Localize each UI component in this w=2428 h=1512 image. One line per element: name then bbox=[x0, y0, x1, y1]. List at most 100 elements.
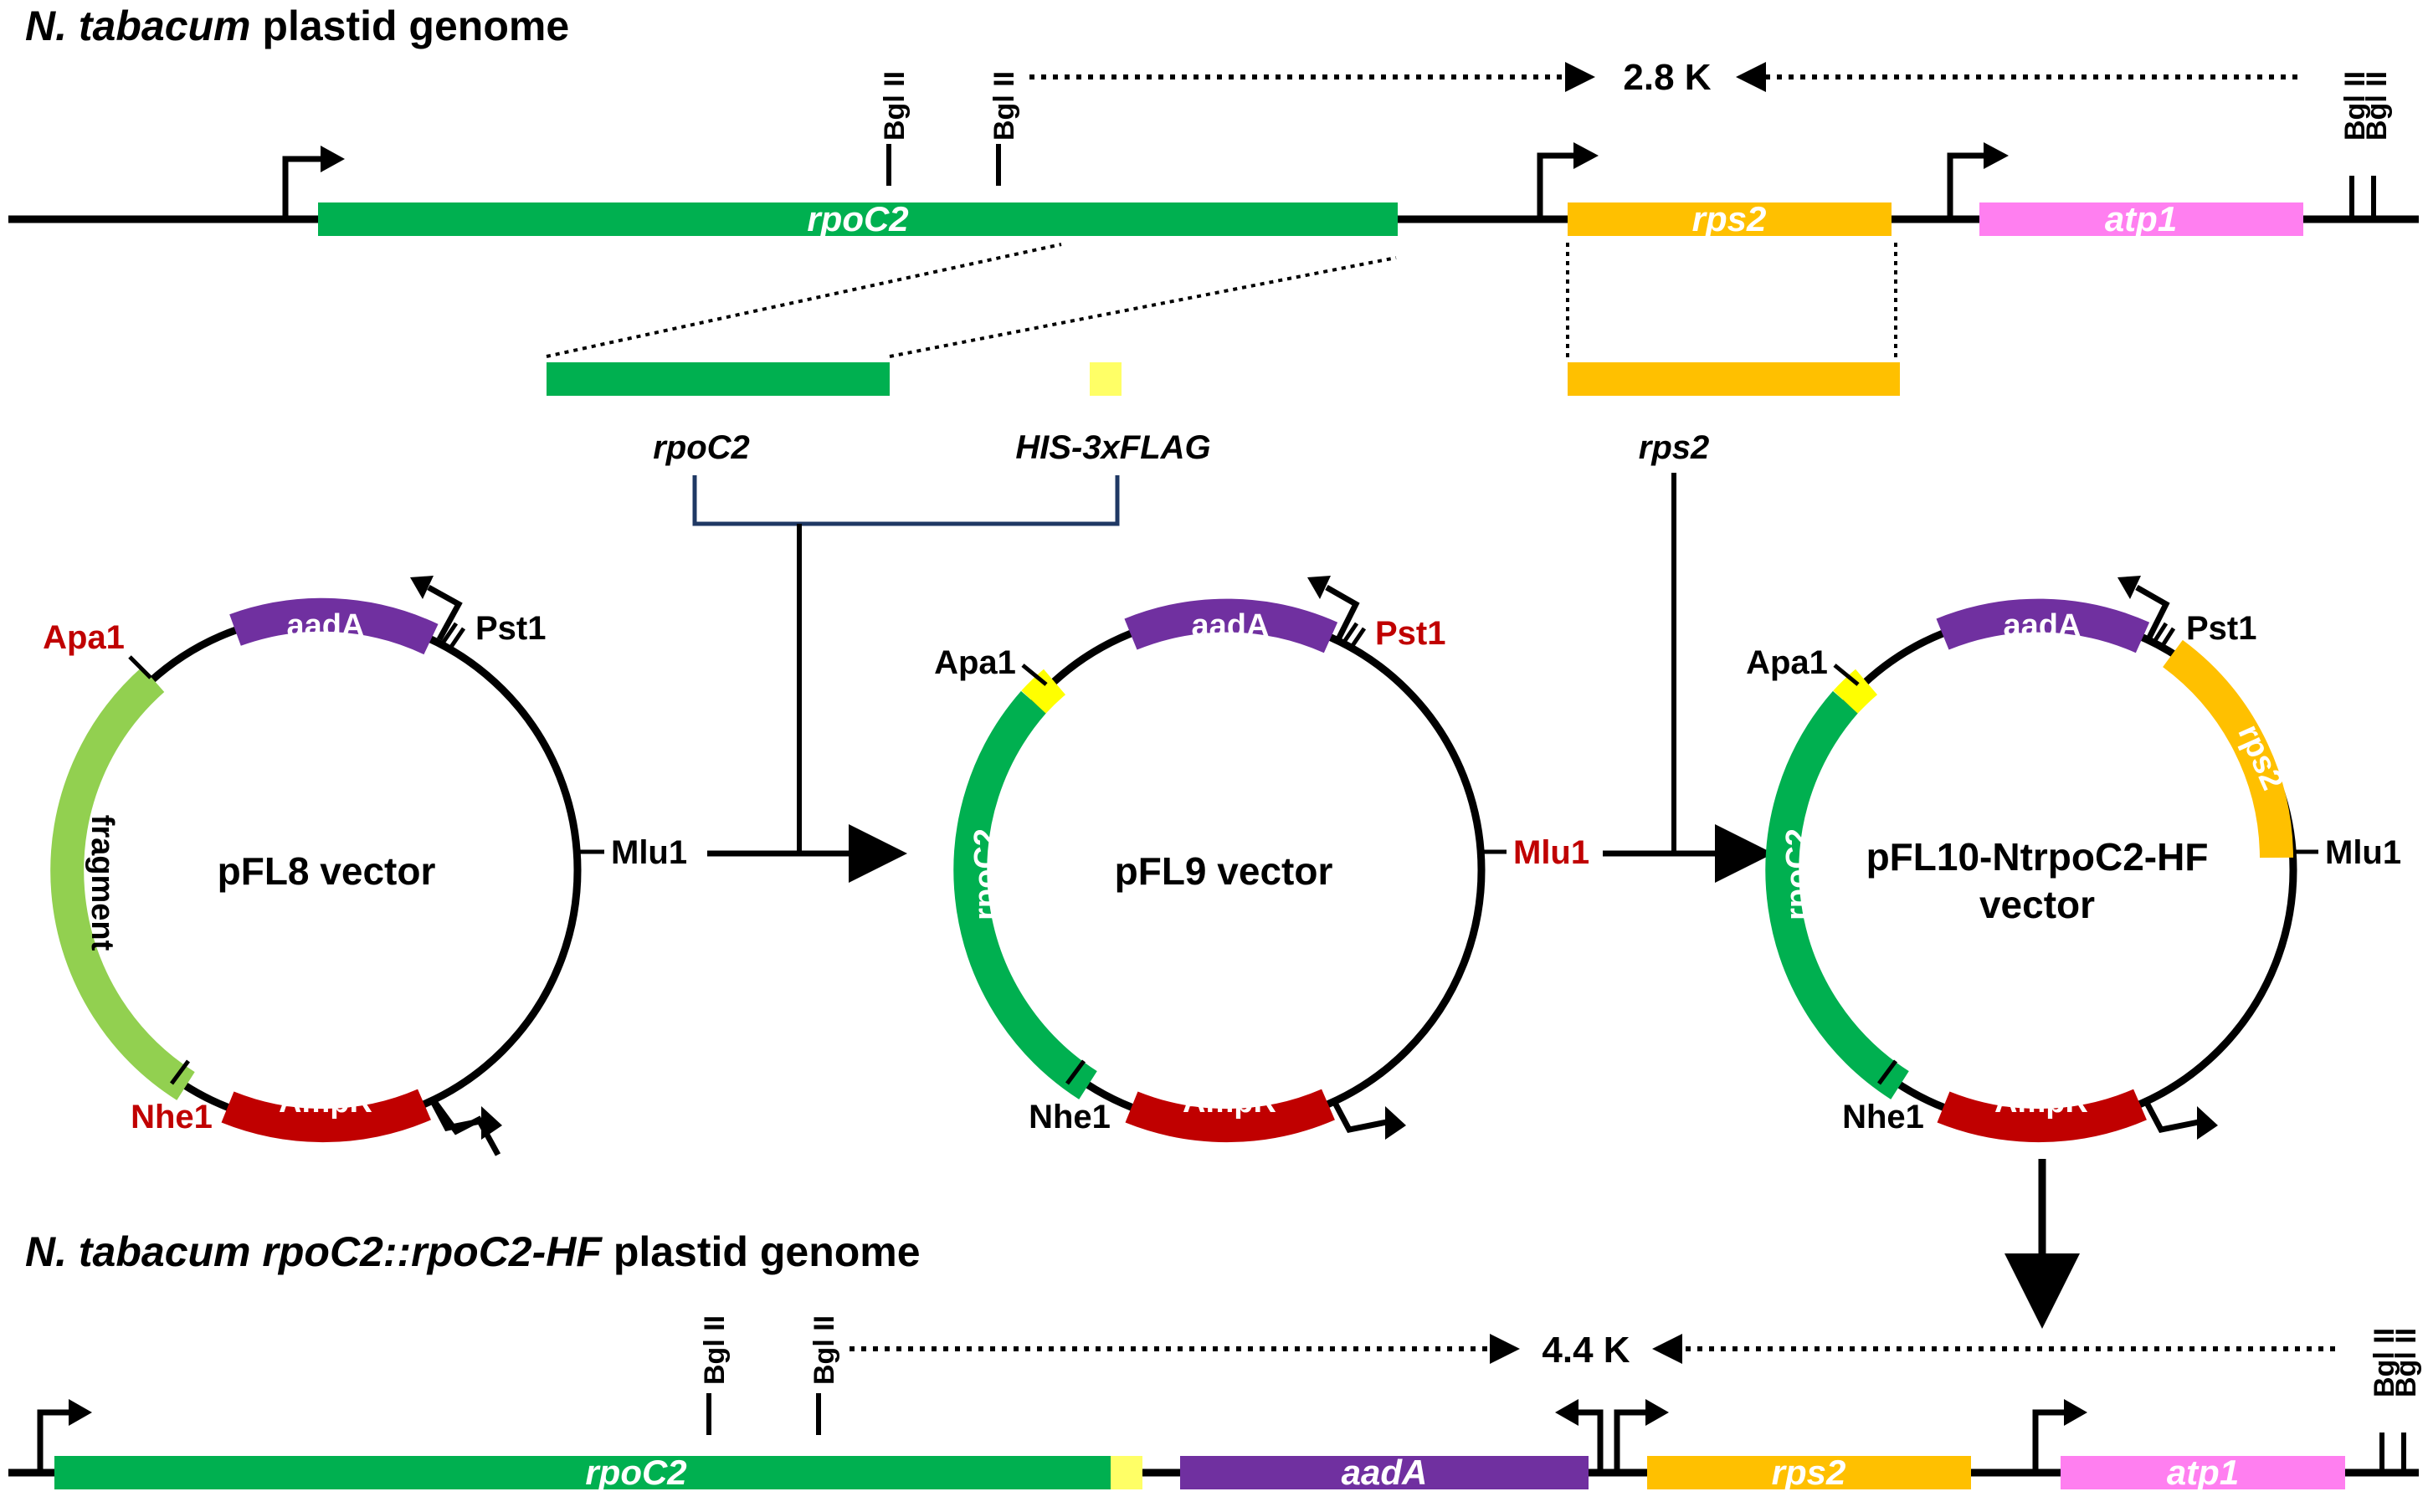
gene-rps2-label: rps2 bbox=[1692, 199, 1767, 238]
site-Pst1: Pst1 bbox=[475, 610, 547, 647]
vector-name-line2: vector bbox=[1979, 883, 2095, 926]
site-Apa1: Apa1 bbox=[43, 619, 125, 656]
site-Apa1: Apa1 bbox=[934, 644, 1016, 681]
site-tick bbox=[2150, 622, 2169, 646]
arc-aadA bbox=[229, 597, 439, 655]
promoter-arrow-icon bbox=[1555, 1399, 1604, 1473]
arc-rpoC2 bbox=[953, 690, 1097, 1099]
arc-rpoC2-label: rpoC2 bbox=[968, 828, 1004, 920]
promoter-arrow-icon bbox=[37, 1399, 92, 1473]
arc-AmpR-label: AmpR bbox=[279, 1084, 372, 1120]
arc-AmpR bbox=[1937, 1089, 2147, 1143]
arc-AmpR-label: AmpR bbox=[1994, 1084, 2088, 1120]
fragment-rps2 bbox=[1568, 362, 1900, 396]
bgl-site-label: Bgl II bbox=[2390, 1328, 2422, 1397]
fragment-rpoC2-label: rpoC2 bbox=[653, 429, 750, 466]
bottom-genome: N. tabacum rpoC2::rpoC2-HF plastid genom… bbox=[8, 1228, 2422, 1492]
bgl-site-label: Bgl II bbox=[2339, 71, 2371, 141]
site-Mlu1: Mlu1 bbox=[1513, 834, 1589, 871]
fragment-his-flag-label: HIS-3xFLAG bbox=[1015, 429, 1210, 466]
top-genome: N. tabacum plastid genome rpoC2 rps2 atp… bbox=[8, 3, 2419, 238]
fragment-rpoC2 bbox=[547, 362, 890, 396]
fragments: rpoC2 HIS-3xFLAG rps2 bbox=[546, 243, 1900, 883]
site-tick bbox=[439, 622, 459, 646]
gene-rps2 bbox=[1568, 202, 1892, 236]
arc-AmpR-label: AmpR bbox=[1183, 1084, 1276, 1120]
gene-aadA bbox=[1180, 1456, 1589, 1489]
promoter-arrow-icon bbox=[2032, 1399, 2087, 1473]
arc-aadA bbox=[1124, 598, 1338, 653]
arc-aadA bbox=[1936, 598, 2150, 653]
gene-atp1 bbox=[1979, 202, 2303, 236]
vector-name: pFL9 vector bbox=[1115, 849, 1333, 893]
vector-pFL10: rpoC2 aadA rps2 AmpR Apa1 Nhe1 Pst1 Mlu1… bbox=[1746, 576, 2401, 1143]
bgl-site-label: Bgl II bbox=[2369, 1328, 2400, 1397]
vector-pFL8: fragment aadA AmpR Apa1 Nhe1 Pst1 Mlu1 bbox=[43, 576, 687, 1156]
fragment-his-flag bbox=[1090, 362, 1122, 396]
promoter-arrow-icon bbox=[1332, 1101, 1406, 1140]
arc-aadA-label: aadA bbox=[287, 608, 365, 643]
gene-rpoC2-label: rpoC2 bbox=[807, 199, 908, 238]
promoter-arrow-icon bbox=[1947, 142, 2009, 219]
bgl-site-label: Bgl II bbox=[2361, 71, 2393, 141]
bgl-site-label: Bgl II bbox=[988, 71, 1020, 141]
site-tick bbox=[1065, 1059, 1086, 1085]
arc-his-flag bbox=[1833, 669, 1878, 714]
promoter-arrow-icon bbox=[410, 576, 463, 641]
bgl-site-label: Bgl II bbox=[699, 1315, 731, 1385]
site-Nhe1: Nhe1 bbox=[131, 1099, 213, 1135]
vector-name-line1: pFL10-NtrpoC2-HF bbox=[1866, 835, 2209, 879]
gene-rps2 bbox=[1647, 1456, 1971, 1489]
gene-atp1-label: atp1 bbox=[2105, 199, 2177, 238]
bgl-site-label: Bgl II bbox=[808, 1315, 840, 1385]
gene-atp1 bbox=[2061, 1456, 2345, 1489]
distance-label: 4.4 K bbox=[1542, 1330, 1630, 1371]
promoter-arrow-icon bbox=[1537, 142, 1599, 219]
promoter-arrow-icon bbox=[2117, 576, 2170, 643]
promoter-arrow-icon bbox=[429, 1099, 502, 1140]
site-tick bbox=[447, 627, 466, 651]
promoter-arrow-icon bbox=[282, 146, 345, 219]
site-tick bbox=[1347, 627, 1367, 651]
promoter-arrow-icon bbox=[1614, 1399, 1669, 1473]
vector-pFL9: rpoC2 aadA AmpR Apa1 Nhe1 Pst1 Mlu1 pFL9… bbox=[934, 576, 1589, 1143]
promoter-arrow-icon bbox=[2143, 1101, 2218, 1140]
arc-rpoC2 bbox=[1765, 690, 1909, 1099]
arc-AmpR bbox=[1125, 1089, 1335, 1143]
projection-line bbox=[889, 256, 1397, 358]
site-Nhe1: Nhe1 bbox=[1029, 1099, 1111, 1135]
bgl-site-label: Bgl II bbox=[879, 71, 911, 141]
site-Mlu1: Mlu1 bbox=[611, 834, 687, 871]
site-tick bbox=[1021, 664, 1048, 686]
gene-rpoC2-label: rpoC2 bbox=[585, 1453, 686, 1492]
site-tick bbox=[1340, 622, 1359, 646]
arc-fragment-label: fragment bbox=[85, 815, 120, 951]
site-Nhe1: Nhe1 bbox=[1842, 1099, 1924, 1135]
arc-rps2 bbox=[2162, 639, 2293, 859]
fragment-rps2-label: rps2 bbox=[1639, 429, 1710, 466]
gene-rpoC2 bbox=[54, 1456, 1111, 1489]
gene-aadA-label: aadA bbox=[1342, 1453, 1428, 1492]
site-Apa1: Apa1 bbox=[1746, 644, 1828, 681]
top-genome-title: N. tabacum plastid genome bbox=[25, 3, 569, 49]
gene-rpoC2 bbox=[318, 202, 1398, 236]
arc-rpoC2-label: rpoC2 bbox=[1780, 828, 1815, 920]
fragment-bracket bbox=[692, 475, 1120, 526]
promoter-arrow-icon bbox=[1307, 576, 1360, 643]
vector-name: pFL8 vector bbox=[218, 849, 436, 893]
bottom-genome-title: N. tabacum rpoC2::rpoC2-HF plastid genom… bbox=[25, 1228, 921, 1275]
gene-rps2-label: rps2 bbox=[1772, 1453, 1846, 1492]
site-tick bbox=[2158, 627, 2176, 651]
arc-aadA-label: aadA bbox=[2004, 608, 2082, 643]
gene-his-flag bbox=[1111, 1456, 1142, 1489]
arc-his-flag bbox=[1021, 669, 1066, 714]
site-tick bbox=[169, 1059, 191, 1085]
site-tick bbox=[128, 655, 152, 679]
site-Pst1: Pst1 bbox=[2186, 610, 2257, 647]
site-Pst1: Pst1 bbox=[1375, 615, 1446, 652]
distance-label: 2.8 K bbox=[1623, 57, 1711, 98]
arc-fragment bbox=[50, 667, 195, 1100]
arc-AmpR bbox=[221, 1089, 431, 1143]
site-Mlu1: Mlu1 bbox=[2325, 834, 2401, 871]
